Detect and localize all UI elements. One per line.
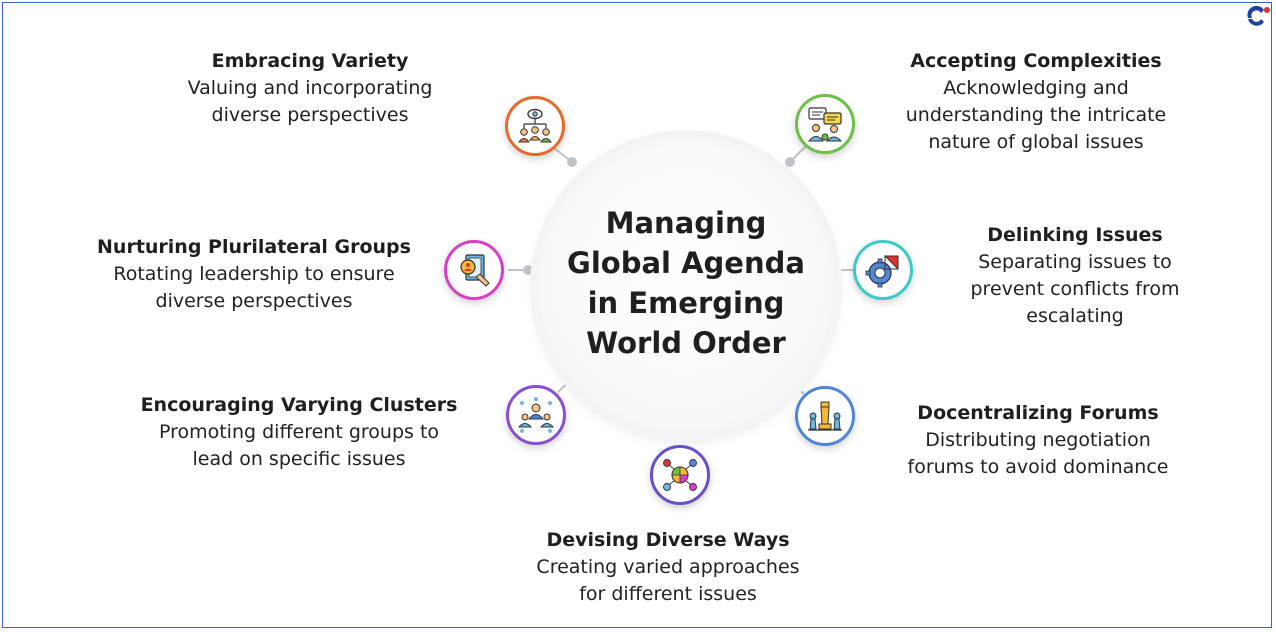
node-title: Embracing Variety: [211, 50, 409, 72]
devising-ways-text: Devising Diverse Ways Creating varied ap…: [488, 527, 848, 608]
nurturing-groups-icon-circle: [444, 240, 504, 300]
node-description-line: for different issues: [579, 583, 757, 605]
node-description-line: understanding the intricate: [905, 104, 1167, 126]
node-description-line: Acknowledging and: [943, 77, 1129, 99]
central-title-line: World Order: [586, 326, 786, 360]
node-description-line: Creating varied approaches: [536, 556, 800, 578]
embracing-variety-text: Embracing Variety Valuing and incorporat…: [150, 48, 470, 129]
puzzle-network-icon: [663, 459, 697, 491]
node-description-line: escalating: [1026, 305, 1124, 327]
node-description-line: prevent conflicts from: [970, 278, 1180, 300]
node-title: Devising Diverse Ways: [546, 529, 790, 551]
delinking-issues-text: Delinking Issues Separating issues to pr…: [930, 222, 1220, 330]
accepting-complexities-text: Accepting Complexities Acknowledging and…: [860, 48, 1212, 156]
docentralizing-forums-icon-circle: [795, 386, 855, 446]
chess-pieces-icon: [808, 401, 842, 431]
people-network-icon: [518, 108, 552, 143]
node-title: Docentralizing Forums: [917, 402, 1159, 424]
team-cluster-icon: [517, 397, 555, 433]
nurturing-groups-text: Nurturing Plurilateral Groups Rotating l…: [68, 234, 440, 315]
accepting-complexities-icon-circle: [795, 94, 855, 154]
node-description-line: Rotating leadership to ensure: [113, 263, 395, 285]
node-description-line: Valuing and incorporating: [187, 77, 433, 99]
node-description-line: Promoting different groups to: [158, 421, 440, 443]
connector-dot: [523, 265, 533, 275]
node-description-line: Distributing negotiation: [925, 429, 1151, 451]
brand-logo-icon: [1247, 5, 1270, 26]
node-description-line: diverse perspectives: [155, 290, 353, 312]
embracing-variety-icon-circle: [505, 96, 565, 156]
leadership-document-icon: [460, 254, 490, 287]
node-description-line: lead on specific issues: [192, 448, 406, 470]
node-description-line: Separating issues to: [978, 251, 1172, 273]
gear-chart-icon: [865, 255, 899, 288]
node-title: Encouraging Varying Clusters: [140, 394, 458, 416]
central-topic-circle: Managing Global Agenda in Emerging World…: [536, 136, 836, 436]
node-title: Nurturing Plurilateral Groups: [97, 236, 411, 258]
devising-ways-icon-circle: [650, 445, 710, 505]
connector-dot: [567, 157, 577, 167]
delinking-issues-icon-circle: [853, 240, 913, 300]
central-title-line: Managing: [605, 206, 767, 240]
node-description-line: diverse perspectives: [211, 104, 409, 126]
docentralizing-forums-text: Docentralizing Forums Distributing negot…: [868, 400, 1208, 481]
encouraging-clusters-text: Encouraging Varying Clusters Promoting d…: [108, 392, 490, 473]
node-description-line: nature of global issues: [928, 131, 1144, 153]
central-title-line: Global Agenda: [567, 246, 805, 280]
node-description-line: forums to avoid dominance: [907, 456, 1169, 478]
node-title: Accepting Complexities: [910, 50, 1162, 72]
connector-dot: [785, 157, 795, 167]
central-title-line: in Emerging: [587, 286, 785, 320]
node-title: Delinking Issues: [987, 224, 1163, 246]
encouraging-clusters-icon-circle: [506, 385, 566, 445]
central-topic-title: Managing Global Agenda in Emerging World…: [546, 203, 826, 363]
discussion-icon: [807, 107, 843, 142]
